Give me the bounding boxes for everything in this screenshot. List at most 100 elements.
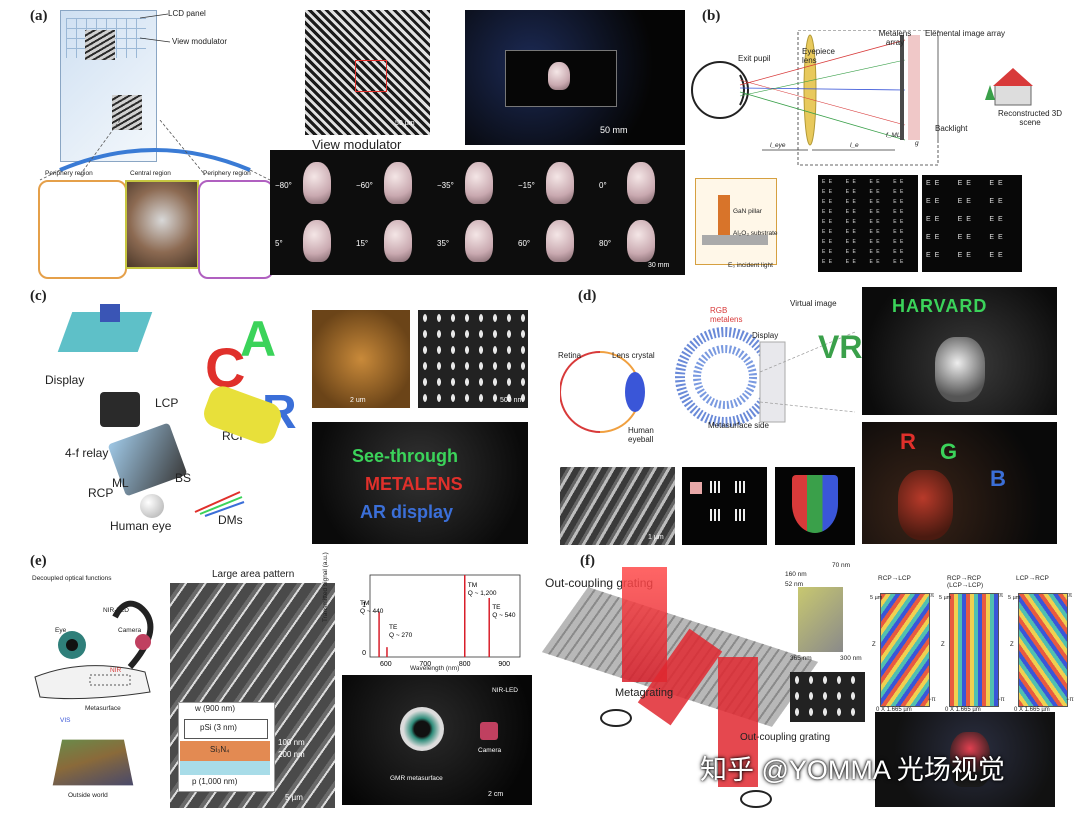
ee-tile: E E [893, 199, 905, 205]
view-modulator-highlight [355, 60, 387, 92]
resolution-bar [739, 509, 741, 521]
harvard-text: HARVARD [892, 296, 988, 316]
rgb-photo-2 [862, 422, 1057, 544]
peak-annotation: TM [360, 600, 369, 607]
periphery-right-box [198, 180, 274, 279]
ar-line-1: See-through [352, 446, 458, 466]
peak-annotation: Q ~ 270 [389, 632, 413, 639]
scale-5um-e: 5 µm [285, 793, 303, 802]
spectrum-y-axis: Transmitted signal (a.u.) [322, 552, 329, 622]
rgb-letter-b: B [990, 466, 1006, 491]
ee-tile: E E [845, 219, 857, 225]
rgb-shield-shape [792, 475, 838, 533]
resolution-bar [718, 509, 720, 521]
ee-tile: E E [822, 199, 834, 205]
ee-tile: E E [869, 259, 881, 265]
x-tick-label: 800 [459, 661, 471, 668]
ee-tile: E E [845, 229, 857, 235]
camera-photo-label: Camera [478, 747, 502, 754]
angle-label: −35° [437, 181, 454, 190]
phase-plus-pi: π [1068, 593, 1073, 599]
eye-icon-left [600, 709, 632, 727]
peak-annotation: TM [468, 582, 477, 589]
angle-label: 60° [518, 239, 531, 248]
phase-map-scale: 5 µm [1008, 595, 1021, 601]
peak-annotation: Q ~ 1,200 [468, 590, 497, 597]
dim-side-2: 300 nm [840, 655, 862, 662]
ee-tile: E E [957, 252, 972, 259]
glasses-schematic [34, 600, 154, 700]
spectrum-x-axis: Wavelength (nm) [410, 665, 460, 672]
psi-layer [184, 719, 268, 739]
f-ml-label: f_ML [886, 132, 901, 139]
phase-map [1018, 593, 1068, 707]
dms-label: DMs [218, 513, 243, 527]
photo-camera [480, 722, 498, 740]
ee-tile: E E [957, 180, 972, 187]
ee-tile: E E [822, 239, 834, 245]
rgb-metalens-label: RGB metalens [710, 306, 743, 324]
ee-tile: E E [893, 239, 905, 245]
ee-grid-1: E E E E E E E E E E E E E E E E E E E E E E E E E E E… [822, 179, 917, 270]
ee-tile: E E [822, 209, 834, 215]
bust-view [384, 220, 412, 262]
resolution-bars [710, 477, 760, 537]
panel-f-label: (f) [580, 553, 595, 569]
dim-side-1: 365 nm [790, 655, 812, 662]
angle-label: −15° [518, 181, 535, 190]
peak-annotation: Q ~ 540 [492, 612, 516, 619]
phase-map-title: RCP→RCP (LCP→LCP) [947, 575, 984, 590]
curved-display-outline [39, 120, 271, 181]
w-label: w (900 nm) [195, 704, 236, 713]
ee-tile: E E [893, 209, 905, 215]
ee-tile: E E [957, 216, 972, 223]
dim-52: 52 nm [785, 581, 804, 588]
ee-tile: E E [926, 216, 941, 223]
ee-tile: E E [869, 189, 881, 195]
ee-tile: E E [926, 180, 941, 187]
panel-a: (a) LCD panel View modulator Periphery r… [0, 0, 690, 282]
ml-label: ML [112, 476, 129, 490]
resolution-pink [690, 482, 702, 494]
bust-view [627, 162, 655, 204]
h100-label: 100 nm [278, 738, 305, 747]
ee-tile: E E [869, 179, 881, 185]
metagrating-sem [790, 672, 865, 722]
panel-d: (d) RGB metalens Display Virtual image R… [540, 282, 1080, 547]
ee-tile: E E [869, 199, 881, 205]
angle-label: 15° [356, 239, 369, 248]
central-region-box [125, 180, 199, 269]
angle-label: −60° [356, 181, 373, 190]
peak-annotation: Q ~ 440 [360, 608, 384, 615]
phase-map [949, 593, 999, 707]
peak-annotation: TE [389, 624, 398, 631]
dms-lines [194, 491, 245, 517]
eye-sphere [140, 494, 164, 518]
periphery-right-label: Periphery region [203, 170, 251, 177]
bust-view [627, 220, 655, 262]
ee-tile: E E [822, 179, 834, 185]
ee-tile: E E [845, 189, 857, 195]
ar-line-3: AR display [360, 502, 454, 522]
retina-label: Retina [558, 351, 582, 360]
scale-50mm: 50 mm [600, 125, 628, 135]
ee-tile: E E [957, 234, 972, 241]
phase-map-x-axis: 0 X 1.665 µm [1014, 707, 1050, 713]
x-tick-label: 700 [419, 661, 431, 668]
metasurface-label: Metasurface [85, 705, 121, 712]
reconstructed-label: Reconstructed 3D scene [997, 109, 1063, 127]
ee-array-1 [818, 175, 918, 272]
phase-map-x-axis: 0 X 1.665 µm [876, 707, 912, 713]
l-eye-label: l_eye [770, 142, 786, 149]
panel-c-label: (c) [30, 288, 47, 304]
ee-tile: E E [926, 234, 941, 241]
phase-map-z-axis: Z [872, 642, 876, 648]
si3n4-label: Si₃N₄ [210, 745, 230, 754]
psi-label: pSi (3 nm) [200, 723, 237, 732]
vr-diagram [560, 327, 856, 433]
angle-row-1: −80°−60°−35°−15°0° [275, 160, 680, 210]
phase-map [880, 593, 930, 707]
exit-pupil-label: Exit pupil [738, 54, 771, 63]
